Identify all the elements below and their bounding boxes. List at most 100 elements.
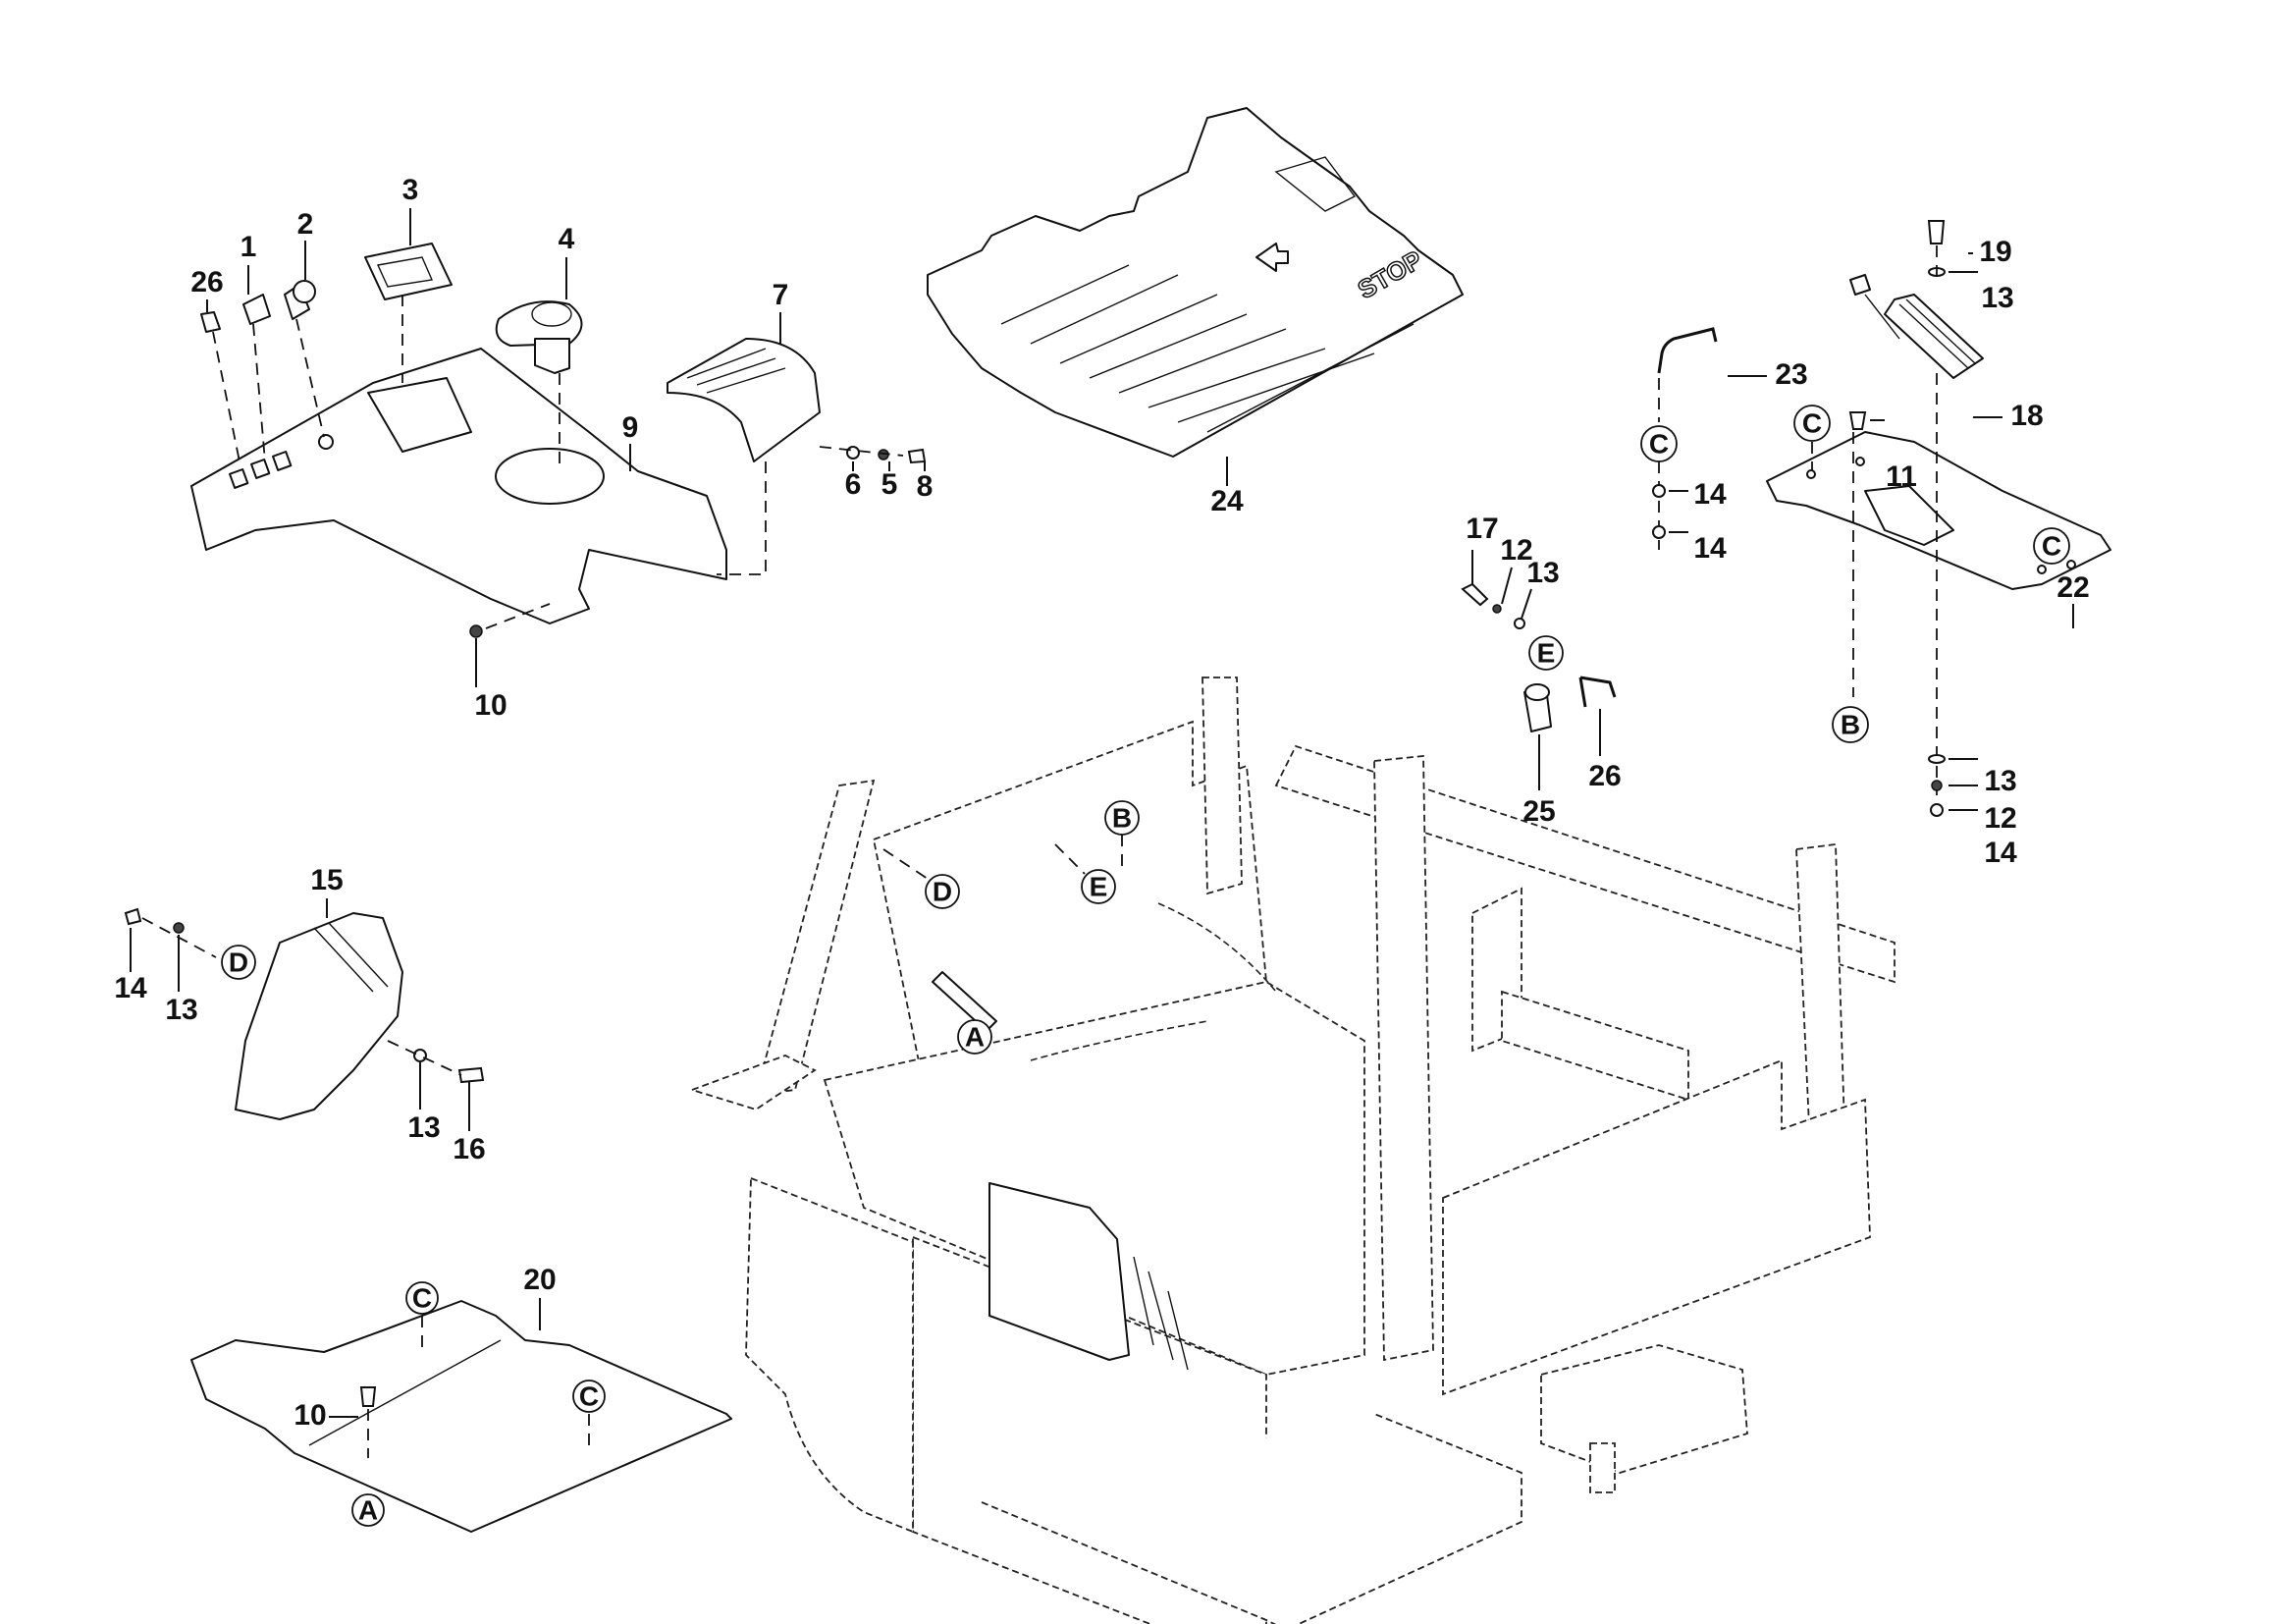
callout-12: 12 <box>1984 802 2016 835</box>
truck-frame: B E D A <box>689 677 1896 1624</box>
callout-22: 23 <box>1775 358 1807 391</box>
bracket-ramp <box>1864 485 1954 546</box>
frame-center-post <box>1373 755 1434 1362</box>
cup-holder-body <box>534 338 570 374</box>
bracket-hole <box>2066 560 2076 569</box>
callout-10: 10 <box>474 689 507 722</box>
callout-3: 3 <box>402 174 419 206</box>
frame-hitch-pin <box>1589 1442 1616 1493</box>
panel-slots <box>313 922 389 993</box>
ref-letter: B <box>1841 710 1860 740</box>
ref-marker: C <box>1793 405 1831 442</box>
ref-marker: C <box>2033 527 2070 565</box>
ref-letter: C <box>412 1283 432 1314</box>
cup-holder-recess <box>495 448 605 505</box>
part-13-washer <box>1928 754 1946 764</box>
vent-slot <box>1148 1271 1174 1361</box>
part-17-bolt <box>1461 582 1489 607</box>
ref-letter: A <box>358 1495 378 1526</box>
callout-26: 26 <box>190 266 223 298</box>
part-14-nut <box>1652 525 1666 539</box>
part-12-lock-washer <box>1492 604 1502 614</box>
bracket-hole <box>1806 469 1816 479</box>
ref-marker: D <box>221 945 256 980</box>
frame-rear-post <box>1201 677 1243 895</box>
ref-marker: C <box>405 1281 439 1315</box>
callout-18: 18 <box>2010 400 2043 432</box>
part-13-washer <box>173 922 185 934</box>
callout-13: 13 <box>165 994 197 1026</box>
ref-letter: D <box>229 947 248 978</box>
callout-14: 14 <box>1984 837 2017 869</box>
pedal-wire <box>1864 294 1900 340</box>
part-14-nut <box>1652 484 1666 498</box>
part-13-washer <box>1514 618 1525 629</box>
frame-right-panel <box>1442 1058 1871 1396</box>
callout-13: 13 <box>1984 765 2016 797</box>
assembly-line <box>387 1040 462 1076</box>
leader-line <box>1054 843 1086 875</box>
part-2-button-cap <box>293 280 316 303</box>
ref-marker: A <box>957 1019 992 1055</box>
frame-window <box>988 1182 1130 1361</box>
callout-16: 16 <box>453 1133 485 1165</box>
console-body <box>190 348 727 624</box>
pedal-ribs <box>1898 298 1976 369</box>
callout-8: 8 <box>917 470 934 503</box>
pedal-connector <box>1849 274 1871 296</box>
frame-shelf <box>1501 990 1689 1102</box>
display-screen <box>376 256 434 288</box>
callout-21: 22 <box>2056 571 2089 604</box>
callout-1: 1 <box>240 231 257 263</box>
vent-slot <box>1167 1290 1189 1371</box>
ref-letter: C <box>2042 531 2061 562</box>
ref-letter: E <box>1537 638 1556 669</box>
part-6-washer <box>846 446 860 460</box>
callout-4: 4 <box>559 223 575 255</box>
frame-tow-hitch <box>1540 1344 1748 1474</box>
ref-marker: D <box>925 874 960 909</box>
bracket-hole <box>1855 457 1865 466</box>
callout-13: 13 <box>1981 282 2013 314</box>
ref-letter: B <box>1112 803 1132 834</box>
ref-marker: C <box>1640 425 1678 462</box>
sensor-cap <box>1524 683 1550 701</box>
switch-cutout <box>229 468 249 489</box>
display-recess <box>367 377 472 453</box>
callout-labels: 26 1 2 3 4 7 9 6 5 8 10 24 23 19 13 18 1… <box>114 174 2089 1432</box>
part-13-washer <box>413 1049 427 1062</box>
callout-20: 20 <box>523 1264 556 1296</box>
floor-mat-grooves <box>1000 264 1415 433</box>
frame-left-post <box>754 779 876 1097</box>
callout-17: 17 <box>1466 513 1498 545</box>
assembly-line <box>212 331 241 467</box>
frame-lever <box>932 971 997 1032</box>
callout-14: 14 <box>1693 532 1727 565</box>
part-20-floor-plate <box>190 1300 732 1533</box>
part-3-display <box>364 243 453 300</box>
part-14-nut <box>1930 803 1944 817</box>
cover-ribs <box>686 348 786 394</box>
callout-12: 12 <box>1500 534 1532 567</box>
part-8-screw <box>907 448 927 464</box>
floor-mat-pedal-cutout <box>1274 156 1357 212</box>
callout-6: 6 <box>845 468 862 501</box>
switch-cutout <box>250 459 271 479</box>
frame-base <box>981 1413 1522 1624</box>
callout-25: 26 <box>1588 760 1621 792</box>
ref-letter: C <box>579 1381 599 1412</box>
frame-top-rail <box>1274 744 1896 984</box>
dashboard-console <box>190 348 727 624</box>
switch-cutout <box>272 451 293 471</box>
part-25-clip <box>1578 676 1617 708</box>
part-11-screw <box>1848 411 1867 430</box>
callout-14: 14 <box>114 972 147 1004</box>
part-22-pedal-rod <box>1657 327 1718 374</box>
ref-marker: B <box>1832 706 1869 743</box>
part-23-floor-mat: STOP <box>927 107 1464 458</box>
part-1-rocker-switch <box>242 294 271 325</box>
frame-hose <box>1157 902 1277 993</box>
callout-13: 13 <box>407 1111 440 1144</box>
ref-letter: C <box>1649 429 1669 460</box>
